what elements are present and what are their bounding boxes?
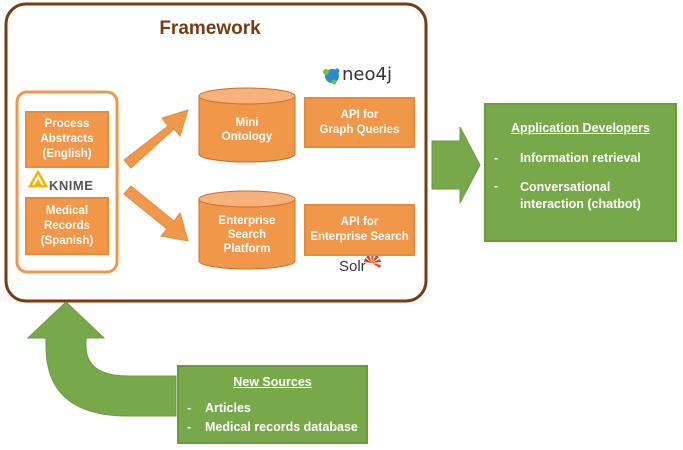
solr-logo-icon [364,254,381,268]
bullet-dash: - [187,420,192,434]
search-platform-label: Enterprise Search Platform [218,215,276,255]
ontology-cylinder [198,87,296,163]
bullet-dash: - [187,401,192,415]
arrow-to-search-platform [123,185,189,242]
knime-label: KNIME [49,178,94,193]
app-dev-item: - Information retrieval [494,151,667,165]
framework-title: Framework [159,18,261,39]
app-developers-box: Application Developers - Information ret… [484,103,677,242]
neo4j-logo-icon [323,68,340,85]
arrow-to-app-developers [431,126,481,204]
solr-logo-text: Solr [339,258,366,275]
new-sources-item-label: Articles [205,401,251,415]
app-developers-title: Application Developers [511,121,650,135]
search-api-box: API for Enterprise Search [304,204,415,256]
new-sources-title: New Sources [233,375,312,389]
arrow-from-new-sources [26,301,177,417]
new-sources-box: New Sources - Articles - Medical records… [177,365,368,444]
ontology-label: Mini Ontology [221,117,273,143]
new-sources-item: - Articles [187,401,358,415]
medical-records-box: Medical Records (Spanish) [25,197,109,255]
neo4j-logo-text: neo4j [342,64,392,85]
search-platform-cylinder [198,190,296,270]
new-sources-item-label: Medical records database [205,420,358,434]
bullet-dash: - [494,179,499,193]
new-sources-item: - Medical records database [187,420,358,434]
process-abstracts-box: Process Abstracts (English) [25,111,109,168]
arrow-to-ontology [123,109,189,169]
app-dev-item-label: Conversational interaction (chatbot) [520,180,641,211]
knime-logo-icon [27,169,49,188]
graph-api-box: API for Graph Queries [304,97,415,148]
bullet-dash: - [494,151,499,165]
app-dev-item-label: Information retrieval [520,151,641,165]
app-dev-item: - Conversational interaction (chatbot) [494,179,667,213]
